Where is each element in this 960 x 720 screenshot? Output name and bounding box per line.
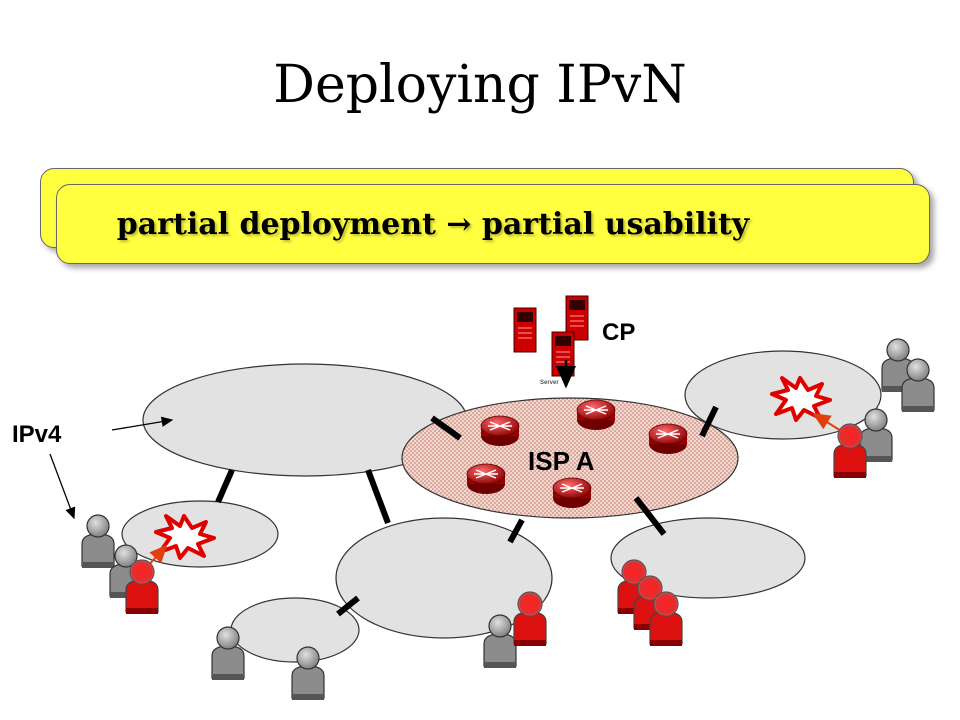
cp-label: CP <box>602 319 635 346</box>
server-caption: Server <box>540 380 559 386</box>
server-icon <box>513 295 589 377</box>
page-title: Deploying IPvN <box>273 55 687 115</box>
cloud-center-bottom <box>335 517 553 639</box>
banner: partial deployment → partial usability <box>56 184 930 264</box>
ipv4-label: IPv4 <box>12 421 62 448</box>
ipv4-arrow-to-users <box>49 453 76 520</box>
cloud-bottom-left <box>230 597 360 663</box>
isp-a-label: ISP A <box>528 446 595 476</box>
ipv4-arrow-to-cloud <box>111 416 174 431</box>
banner-text: partial deployment → partial usability <box>116 206 750 242</box>
cloud-right-bottom <box>610 517 806 599</box>
inter-network-links <box>215 405 719 617</box>
